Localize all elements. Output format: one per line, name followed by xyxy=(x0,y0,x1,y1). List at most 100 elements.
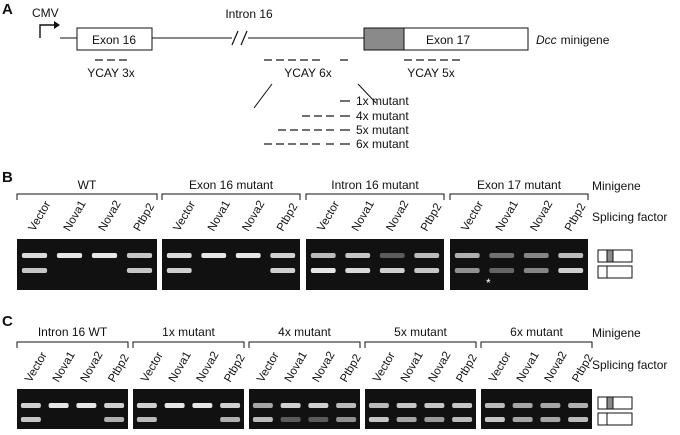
promoter-label: CMV xyxy=(32,6,59,20)
band-inclusion xyxy=(424,403,445,408)
band-exclusion xyxy=(512,417,533,422)
band-inclusion xyxy=(540,403,561,408)
group-title: 1x mutant xyxy=(162,325,215,339)
band-inclusion xyxy=(568,403,589,408)
mutant-1x-label: 1x mutant xyxy=(356,94,409,108)
mutant-5x-label: 5x mutant xyxy=(356,123,409,137)
band-exclusion xyxy=(396,417,417,422)
gel-image xyxy=(17,239,157,290)
gel-image xyxy=(365,389,476,429)
lane-label: Vector xyxy=(487,350,514,384)
band-exclusion xyxy=(452,417,473,422)
intron-break-mark-2 xyxy=(240,30,248,46)
lane-label: Nova1 xyxy=(206,199,233,234)
band-exclusion xyxy=(252,417,273,422)
lane-label: Nova1 xyxy=(494,199,521,234)
lane-label: Nova2 xyxy=(427,350,454,385)
band-exclusion xyxy=(166,268,192,273)
band-exclusion xyxy=(280,417,301,422)
lane-label: Vector xyxy=(139,350,166,384)
band-inclusion xyxy=(368,403,389,408)
promoter-arrowhead-icon xyxy=(54,21,60,29)
exon-16-box xyxy=(76,27,153,51)
lane-label: Nova1 xyxy=(283,350,310,385)
promoter-arrow-icon xyxy=(39,24,54,38)
lane-label: Ptbp2 xyxy=(106,352,131,384)
band-inclusion xyxy=(56,253,83,258)
band-exclusion xyxy=(568,417,589,422)
band-inclusion xyxy=(484,403,505,408)
band-exclusion xyxy=(21,268,48,273)
intron-break-mark-1 xyxy=(231,30,239,46)
lane-label: Ptbp2 xyxy=(419,201,444,233)
group-bracket xyxy=(364,341,477,348)
lane-label: Nova1 xyxy=(62,199,89,234)
band-inclusion xyxy=(201,253,227,258)
band-exclusion xyxy=(220,417,241,422)
band-inclusion xyxy=(104,403,125,408)
group-bracket xyxy=(305,193,445,200)
lane-label: Nova1 xyxy=(399,350,426,385)
band-exclusion xyxy=(368,417,389,422)
lane-label: Nova2 xyxy=(528,199,555,234)
lane-label: Nova1 xyxy=(51,350,78,385)
band-inclusion xyxy=(310,253,336,258)
lane-label: Vector xyxy=(255,350,282,384)
lane-label: Nova2 xyxy=(79,350,106,385)
panel-c-label: C xyxy=(2,313,13,330)
lane-label: Vector xyxy=(171,199,198,233)
band-exclusion xyxy=(558,268,584,273)
lane-label: Vector xyxy=(27,199,54,233)
exon-16-label: Exon 16 xyxy=(92,33,136,47)
group-bracket xyxy=(248,341,361,348)
mutant-4x-label: 4x mutant xyxy=(356,109,409,123)
lane-label: Ptbp2 xyxy=(275,201,300,233)
band-inclusion xyxy=(558,253,584,258)
ycay-3x-label: YCAY 3x xyxy=(87,66,135,80)
band-inclusion xyxy=(192,403,213,408)
band-inclusion xyxy=(164,403,185,408)
gel-image xyxy=(450,239,588,290)
lane-label: Nova2 xyxy=(240,199,267,234)
group-title: Exon 16 mutant xyxy=(189,178,274,192)
lane-label: Nova1 xyxy=(515,350,542,385)
band-inclusion xyxy=(396,403,417,408)
lane-label: Nova2 xyxy=(195,350,222,385)
band-exclusion xyxy=(414,268,440,273)
band-exclusion xyxy=(136,417,157,422)
group-bracket xyxy=(16,193,158,200)
band-inclusion xyxy=(235,253,261,258)
band-inclusion xyxy=(308,403,329,408)
product-inclusion-icon xyxy=(597,249,633,263)
ycay-6x-label: YCAY 6x xyxy=(284,66,332,80)
ycay-5x-label: YCAY 5x xyxy=(407,66,455,80)
group-title: 6x mutant xyxy=(510,325,563,339)
zoom-line-right xyxy=(357,83,377,104)
band-exclusion xyxy=(308,417,329,422)
band-exclusion xyxy=(523,268,549,273)
band-inclusion xyxy=(126,253,153,258)
lane-label: Ptbp2 xyxy=(222,352,247,384)
band-exclusion xyxy=(540,417,561,422)
minigene-word: minigene xyxy=(561,33,610,47)
minigene-gene-name: Dcc xyxy=(536,33,557,47)
lane-label: Nova2 xyxy=(311,350,338,385)
intron-label: Intron 16 xyxy=(225,7,273,21)
band-inclusion xyxy=(166,253,192,258)
panel-b-label: B xyxy=(2,169,13,186)
lane-label: Vector xyxy=(315,199,342,233)
zoom-line-left xyxy=(253,83,273,109)
band-inclusion xyxy=(270,253,296,258)
band-exclusion xyxy=(424,417,445,422)
lane-label: Ptbp2 xyxy=(338,352,363,384)
band-exclusion xyxy=(454,268,480,273)
group-title: 5x mutant xyxy=(394,325,447,339)
